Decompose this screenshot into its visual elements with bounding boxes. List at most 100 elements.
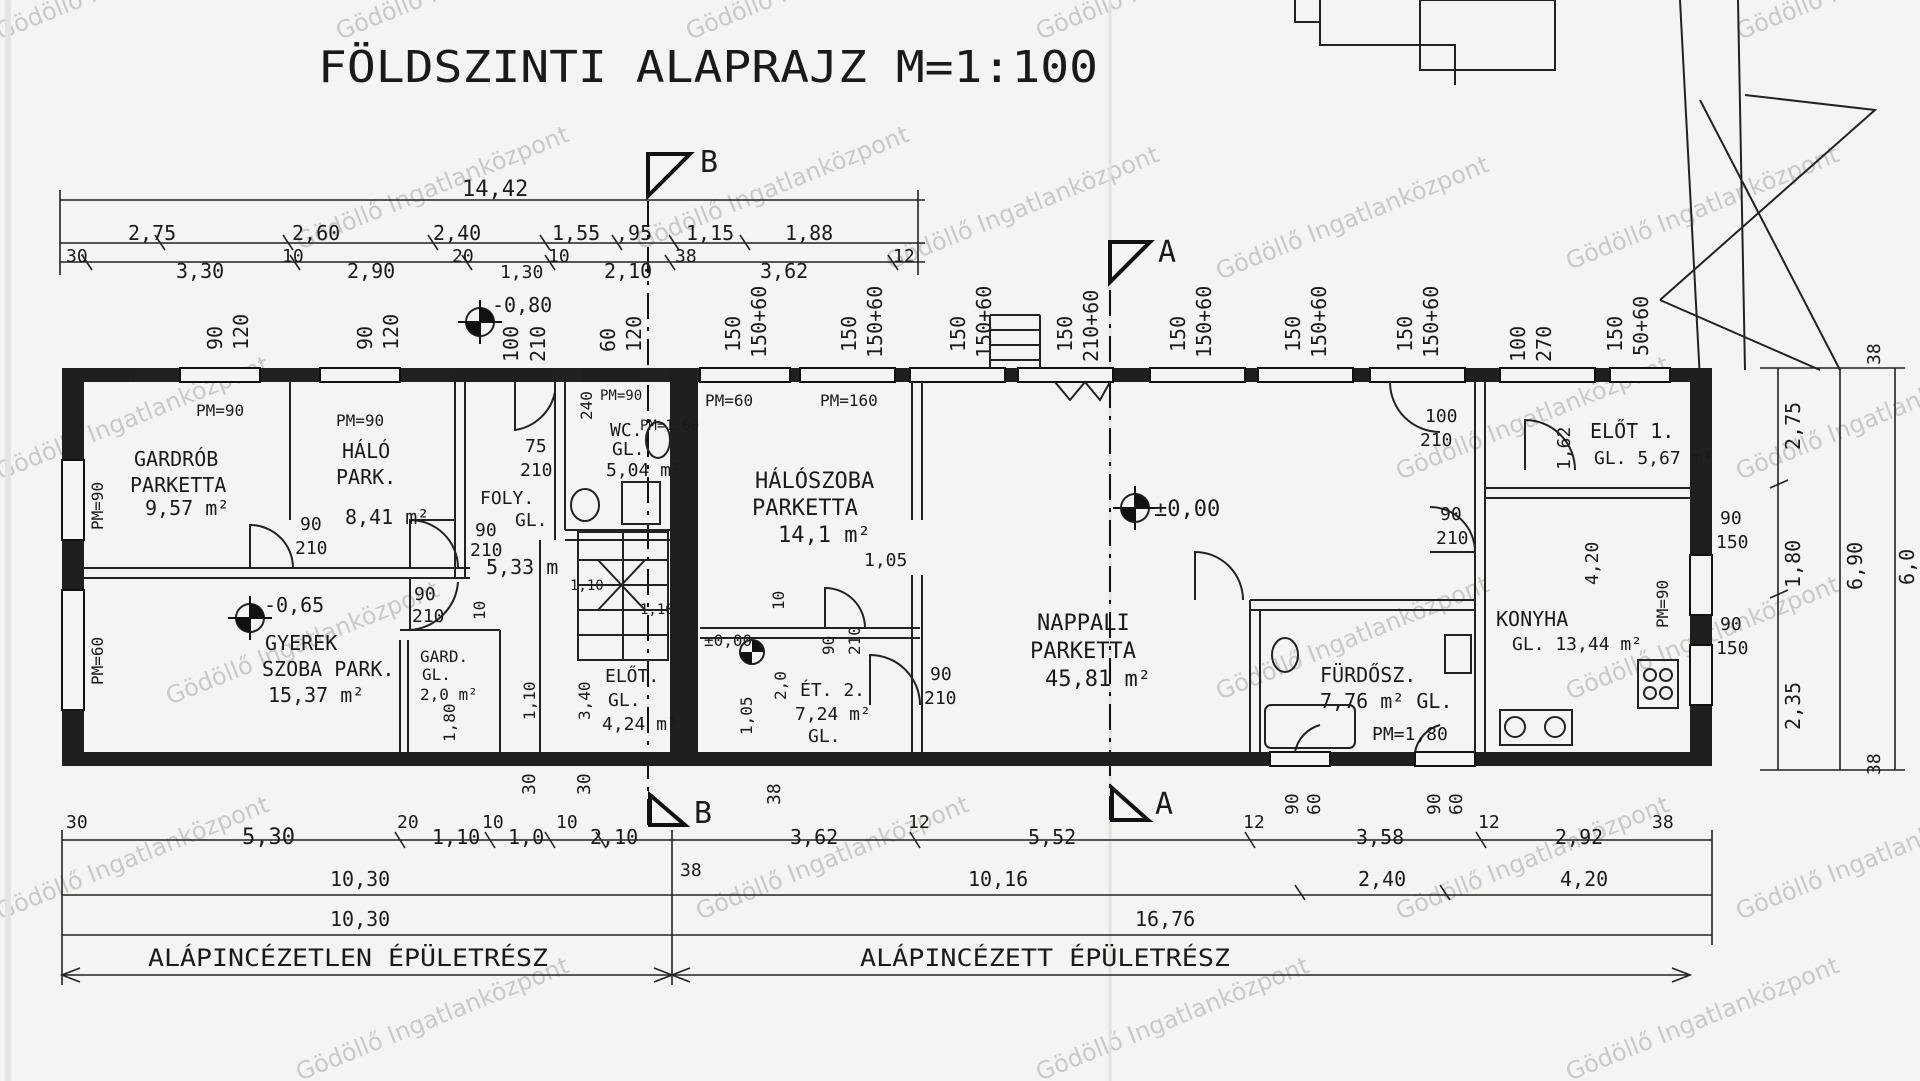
level-marker: ±0,00 (704, 631, 765, 665)
dim-bottom: 10 (556, 812, 578, 833)
svg-text:210: 210 (295, 538, 328, 559)
svg-text:KONYHA: KONYHA (1496, 607, 1568, 631)
watermark: Gödöllő Ingatlanközpont (0, 0, 273, 46)
svg-text:90: 90 (1720, 508, 1742, 529)
watermark: Gödöllő Ingatlanközpont (1562, 951, 1843, 1081)
dim-bottom: 3,62 (790, 825, 838, 849)
dim-top: 1,55 (552, 221, 600, 245)
dim-right: 38 (1864, 343, 1885, 365)
level-value: -0,80 (492, 293, 552, 317)
svg-text:1,05: 1,05 (737, 696, 756, 735)
level-value: ±0,00 (704, 631, 752, 650)
svg-text:4,20: 4,20 (1582, 542, 1603, 585)
opening-dimensions: 90 120 90 120 100 210 60 120 150 150+60 … (203, 286, 1653, 362)
page-title: FÖLDSZINTI ALAPRAJZ M=1:100 (318, 41, 1098, 93)
svg-text:GARD.: GARD. (420, 647, 468, 666)
dim-top-detail: 10 (282, 246, 304, 267)
dim-bottom: 2,40 (1358, 867, 1406, 891)
opening-dim: 150 (837, 316, 861, 352)
bottom-dimension-lines (59, 830, 1713, 985)
dim-bottom: 5,30 (242, 825, 295, 850)
dim-right: 6,90 (1843, 542, 1867, 590)
door-swings (249, 380, 1576, 753)
watermark: Gödöllő Ingatlanközpont (632, 120, 913, 255)
dim-bottom: 1,0 (508, 825, 544, 849)
opening-dim: 270 (1532, 326, 1556, 362)
watermark: Gödöllő Ingatlanközpont (332, 0, 613, 46)
svg-text:10: 10 (470, 601, 489, 620)
dim-below-wall: 90 (1424, 793, 1445, 815)
dim-bottom: 12 (1478, 812, 1500, 833)
svg-text:ÉT. 2.: ÉT. 2. (800, 679, 865, 701)
dim-top: 1,88 (785, 221, 833, 245)
opening-dim: 150+60 (972, 286, 996, 358)
svg-text:1,10: 1,10 (520, 681, 539, 720)
wall-hatching (135, 368, 668, 382)
room-wc: WC. GL. 5,04 m² (606, 420, 682, 481)
section-b-top: B (646, 145, 718, 201)
dim-right: 2,35 (1781, 682, 1805, 730)
dim-top-detail: 3,30 (176, 259, 224, 283)
opening-dim: 150 (946, 316, 970, 352)
svg-text:210: 210 (412, 606, 445, 627)
right-dimension-lines (1760, 367, 1905, 771)
svg-text:3,40: 3,40 (575, 681, 594, 720)
dim-below-wall: 60 (1304, 793, 1325, 815)
sanitary-fixtures (570, 421, 1679, 749)
pm-label: PM=160 (820, 391, 878, 410)
dim-below-wall: 90 (1282, 793, 1303, 815)
section-label-a: A (1155, 787, 1173, 822)
svg-text:210: 210 (924, 688, 957, 709)
dim-below-wall: 60 (1446, 793, 1467, 815)
svg-text:GL.: GL. (515, 510, 548, 531)
svg-text:GL.: GL. (612, 439, 645, 460)
opening-dim: 120 (622, 316, 646, 352)
opening-dim: 150 (1281, 316, 1305, 352)
svg-text:210: 210 (1420, 430, 1453, 451)
zone-label-left: ALÁPINCÉZETLEN ÉPÜLETRÉSZ (148, 943, 548, 972)
svg-text:PARKETTA: PARKETTA (130, 473, 226, 497)
opening-dim: 150 (721, 316, 745, 352)
svg-text:PARKETTA: PARKETTA (1030, 639, 1136, 664)
svg-text:GL. 13,44 m²: GL. 13,44 m² (1512, 634, 1642, 655)
watermark: Gödöllő Ingatlanközpont (1732, 790, 1920, 925)
opening-dim: 150+60 (1307, 286, 1331, 358)
svg-text:FOLY.: FOLY. (480, 488, 534, 509)
svg-text:1,05: 1,05 (864, 550, 907, 571)
opening-dim: 90 (353, 326, 377, 350)
watermark: Gödöllő Ingatlanközpont (882, 140, 1163, 275)
svg-text:90: 90 (1720, 614, 1742, 635)
svg-text:2,0 m²: 2,0 m² (420, 685, 478, 704)
pm-label: PM=90 (196, 401, 244, 420)
watermark: Gödöllő Ingatlanközpont (692, 790, 973, 925)
dim-top: 2,60 (292, 221, 340, 245)
room-foly: FOLY. GL. 5,33 m (480, 488, 558, 579)
dim-overall-top: 14,42 (462, 177, 528, 202)
pm-label: PM=90 (600, 388, 642, 404)
section-label-b: B (694, 796, 712, 831)
level-value: ±0,00 (1154, 497, 1220, 522)
svg-text:240: 240 (577, 391, 596, 420)
level-marker: -0,65 (228, 593, 324, 640)
dim-top-detail: 38 (675, 246, 697, 267)
svg-text:90: 90 (414, 584, 436, 605)
pm-label: PM=60 (88, 637, 107, 685)
svg-text:PARKETTA: PARKETTA (752, 496, 858, 521)
svg-text:ELŐT 1.: ELŐT 1. (1590, 419, 1674, 443)
svg-text:SZOBA PARK.: SZOBA PARK. (262, 657, 394, 681)
dim-bottom: 10,30 (330, 867, 390, 891)
window-openings (61, 367, 1713, 767)
top-dimension-lines (59, 190, 925, 275)
svg-text:90: 90 (819, 636, 838, 655)
dim-top-detail: 20 (452, 246, 474, 267)
watermark: Gödöllő Ingatlanközpont (0, 790, 273, 925)
svg-text:GL.: GL. (422, 665, 451, 684)
pm-label: PM=60 (705, 391, 753, 410)
section-a-top: A (1108, 235, 1176, 287)
dim-bottom: 10,30 (330, 907, 390, 931)
dim-top-detail: 12 (893, 246, 915, 267)
opening-dim: 120 (229, 314, 253, 350)
room-elot1: ELŐT 1. GL. 5,67 m² (1590, 419, 1713, 469)
dim-bottom: 30 (66, 812, 88, 833)
dim-top-detail: 1,30 (500, 262, 543, 283)
